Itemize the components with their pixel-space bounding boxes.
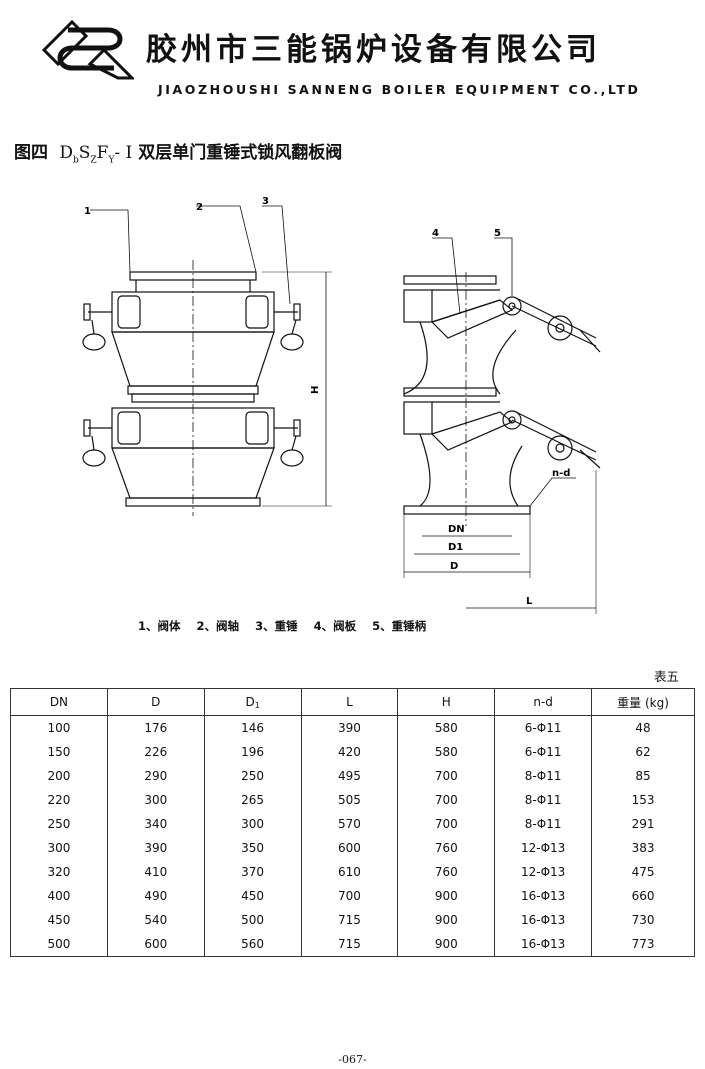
header-dn: DN (10, 688, 108, 716)
legend-item-2: 2、阀轴 (196, 619, 240, 633)
header-weight: 重量 (kg) (591, 688, 695, 716)
company-logo (42, 19, 134, 80)
part-label-3: 3 (262, 196, 269, 207)
legend-item-1: 1、阀体 (138, 619, 181, 633)
table-header-row: DN D D1 L H n-d 重量 (kg) (10, 688, 695, 716)
dimension-d: D (450, 561, 458, 572)
figure-prefix: 图四 (14, 143, 48, 163)
legend-item-5: 5、重锤柄 (372, 619, 427, 633)
valve-name: 双层单门重锤式锁风翻板阀 (138, 143, 343, 163)
figure-title: 图四 DbSZFY- I 双层单门重锤式锁风翻板阀 (14, 138, 342, 165)
legend-item-4: 4、阀板 (313, 619, 357, 633)
parts-legend: 1、阀体 2、阀轴 3、重锤 4、阀板 5、重锤柄 (138, 618, 438, 634)
header-d1: D1 (203, 688, 302, 716)
dimension-l: L (526, 596, 533, 607)
model-code: DbSZFY- I (59, 143, 133, 166)
dimension-dn: DN (448, 524, 465, 535)
page-number: -067- (338, 1053, 367, 1066)
dimension-n-d: n-d (552, 468, 570, 479)
header-d: D (106, 688, 205, 716)
legend-item-3: 3、重锤 (255, 619, 298, 633)
dimension-h: H (310, 386, 321, 394)
part-label-1: 1 (84, 206, 91, 217)
part-label-5: 5 (494, 228, 501, 239)
part-label-2: 2 (196, 202, 203, 213)
header-l: L (300, 688, 399, 716)
valve-technical-drawing: 1 2 3 4 5 H DN D1 D L n-d (82, 196, 601, 614)
company-name-english: JIAOZHOUSHI SANNENG BOILER EQUIPMENT CO.… (158, 82, 641, 97)
header-n-d: n-d (494, 688, 593, 716)
dimension-d1: D1 (448, 542, 463, 553)
part-label-4: 4 (432, 228, 439, 239)
company-name-chinese: 胶州市三能锅炉设备有限公司 (146, 32, 601, 68)
header-h: H (397, 688, 496, 716)
table-label: 表五 (654, 669, 680, 684)
